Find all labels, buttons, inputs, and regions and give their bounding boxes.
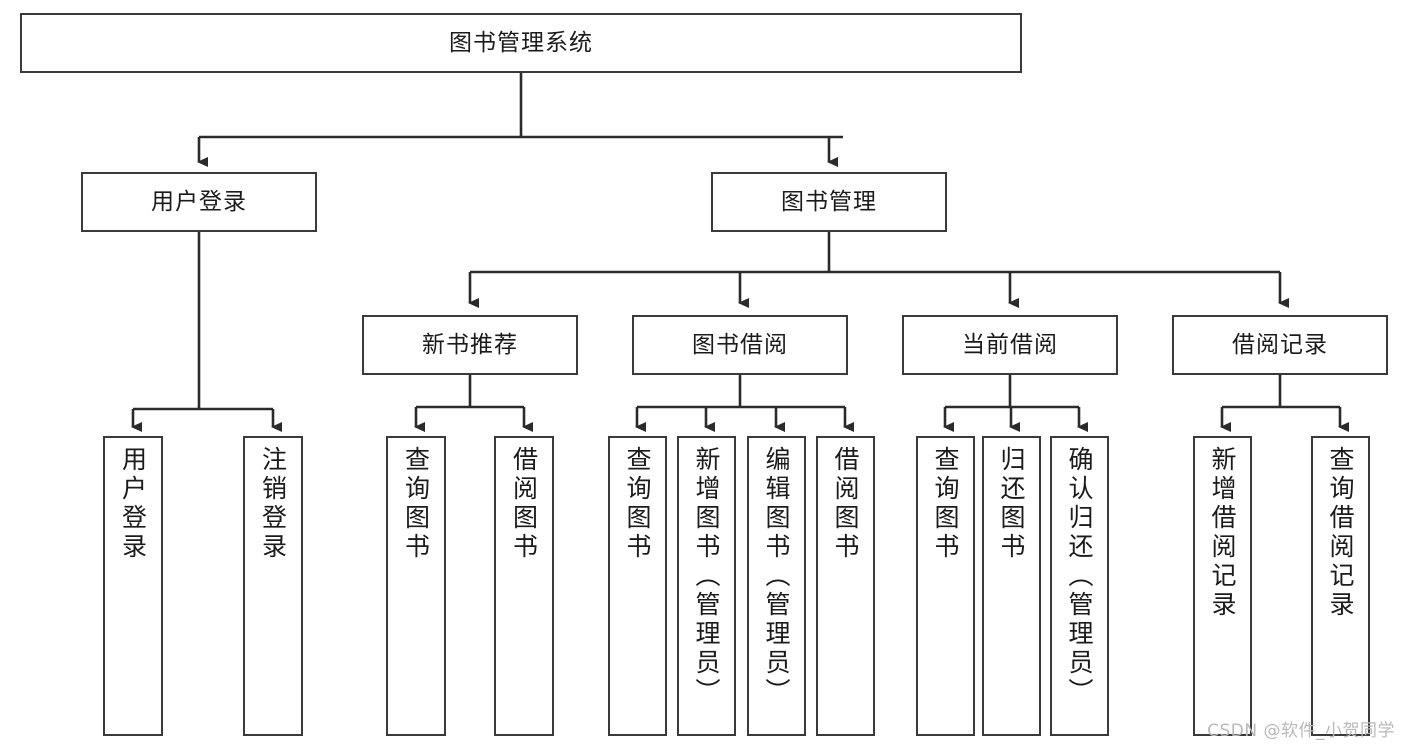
node-leaf-add-borrow-record[interactable]: 新增借阅记录 xyxy=(1193,436,1252,736)
node-leaf-user-login[interactable]: 用户登录 xyxy=(103,436,163,736)
node-root-book-management-system[interactable]: 图书管理系统 xyxy=(20,13,1022,73)
csdn-watermark: CSDN @软件_小贺同学 xyxy=(1207,721,1395,741)
node-label: 查询图书 xyxy=(931,446,960,562)
node-leaf-edit-book-admin[interactable]: 编辑图书（管理员） xyxy=(747,436,806,736)
node-label: 借阅图书 xyxy=(831,446,860,562)
node-book-borrow[interactable]: 图书借阅 xyxy=(632,315,848,375)
node-label: 新增图书（管理员） xyxy=(692,446,721,707)
node-label: 查询借阅记录 xyxy=(1326,446,1355,620)
node-book-management[interactable]: 图书管理 xyxy=(711,172,947,232)
node-label: 新增借阅记录 xyxy=(1208,446,1237,620)
node-label: 图书管理 xyxy=(781,188,877,215)
node-leaf-return-books[interactable]: 归还图书 xyxy=(982,436,1041,736)
node-current-borrow[interactable]: 当前借阅 xyxy=(902,315,1118,375)
node-new-book-recommend[interactable]: 新书推荐 xyxy=(362,315,578,375)
node-leaf-query-borrow-record[interactable]: 查询借阅记录 xyxy=(1311,436,1370,736)
node-leaf-borrow-books[interactable]: 借阅图书 xyxy=(816,436,875,736)
node-label: 图书管理系统 xyxy=(449,29,593,56)
node-label: 编辑图书（管理员） xyxy=(762,446,791,707)
node-label: 注销登录 xyxy=(258,446,288,562)
node-user-login[interactable]: 用户登录 xyxy=(81,172,317,232)
node-label: 当前借阅 xyxy=(962,331,1058,358)
node-borrow-records[interactable]: 借阅记录 xyxy=(1172,315,1388,375)
node-label: 归还图书 xyxy=(997,446,1026,562)
node-label: 借阅图书 xyxy=(509,446,539,562)
node-leaf-query-books-recommend[interactable]: 查询图书 xyxy=(386,436,446,736)
node-label: 图书借阅 xyxy=(692,331,788,358)
node-label: 查询图书 xyxy=(401,446,431,562)
node-label: 查询图书 xyxy=(623,446,652,562)
node-label: 借阅记录 xyxy=(1232,331,1328,358)
node-leaf-confirm-return-admin[interactable]: 确认归还（管理员） xyxy=(1050,436,1109,736)
node-label: 用户登录 xyxy=(151,188,247,215)
node-leaf-logout[interactable]: 注销登录 xyxy=(243,436,303,736)
node-label: 新书推荐 xyxy=(422,331,518,358)
node-label: 用户登录 xyxy=(118,446,148,562)
node-label: 确认归还（管理员） xyxy=(1065,446,1094,707)
node-leaf-borrow-books-recommend[interactable]: 借阅图书 xyxy=(494,436,554,736)
node-leaf-add-book-admin[interactable]: 新增图书（管理员） xyxy=(677,436,736,736)
node-leaf-query-books-borrow[interactable]: 查询图书 xyxy=(608,436,667,736)
node-leaf-query-books-current[interactable]: 查询图书 xyxy=(916,436,975,736)
